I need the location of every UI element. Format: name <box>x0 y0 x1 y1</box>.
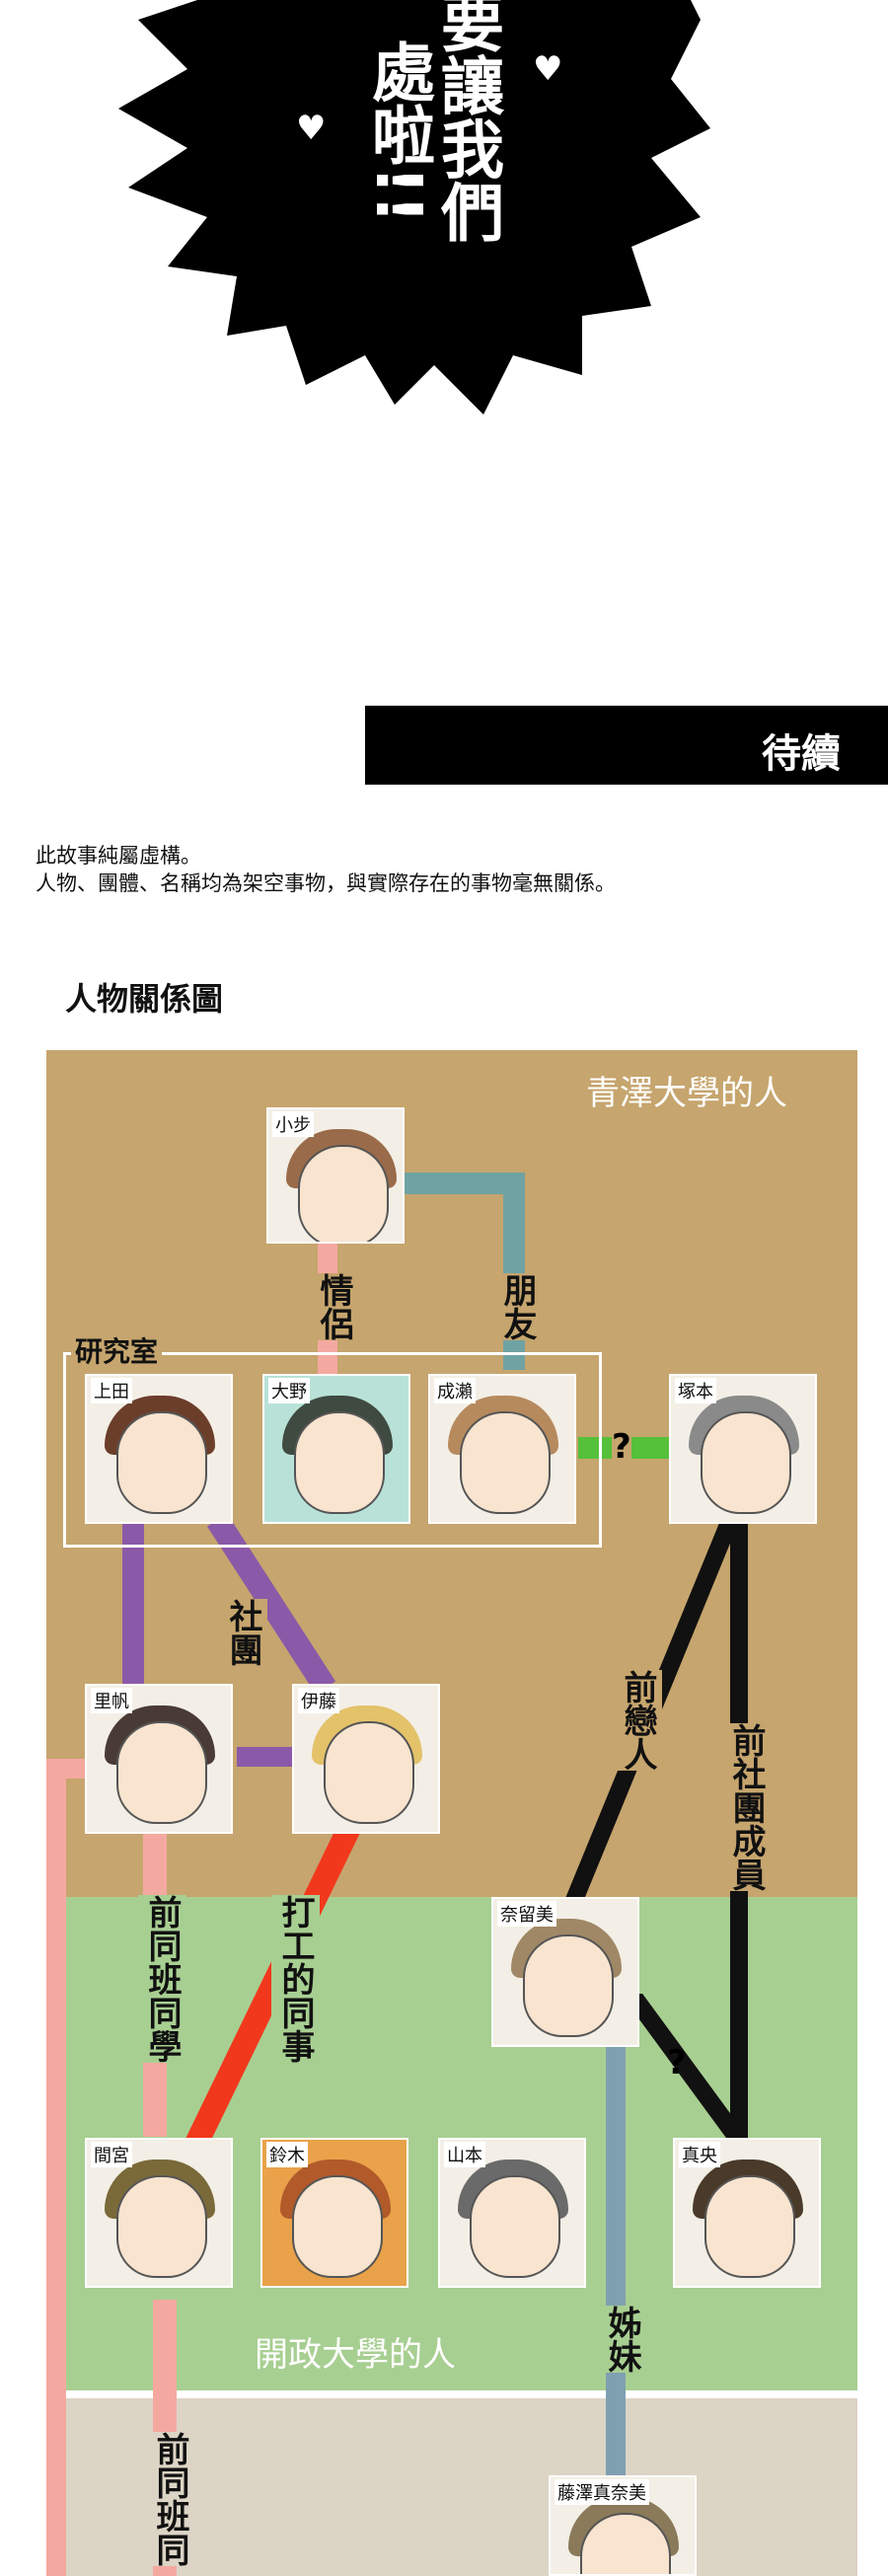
character-card-mamiya: 間宮 <box>85 2138 233 2288</box>
classmate-label-2: 前同班同 <box>146 2432 194 2566</box>
friends-line <box>400 1173 524 1194</box>
character-name: 塚本 <box>675 1378 716 1403</box>
club-diagonal <box>207 1520 336 1695</box>
heart-icon: ♥ <box>296 109 327 148</box>
friends-line <box>503 1173 525 1370</box>
banner-text: 待續 <box>762 731 841 777</box>
kaizheng-zone-label: 開政大學的人 <box>255 2335 456 2375</box>
question-label-2: ? <box>667 2043 687 2083</box>
character-name: 間宮 <box>91 2142 132 2167</box>
sisters-label: 姊妹 <box>598 2306 646 2373</box>
character-card-fujisawa: 藤澤真奈美 <box>549 2475 697 2576</box>
character-name: 藤澤真奈美 <box>555 2479 649 2505</box>
question-label: ? <box>612 1427 631 1467</box>
ex-lover-label: 前戀人 <box>614 1670 662 1771</box>
speech-text-2: 處啦!! <box>361 39 434 224</box>
character-card-riho: 里帆 <box>85 1684 233 1834</box>
friends-label: 朋友 <box>493 1273 542 1340</box>
heart-icon: ♥ <box>533 49 563 89</box>
character-card-ono: 大野 <box>262 1374 410 1524</box>
character-card-ito: 伊藤 <box>292 1684 440 1834</box>
speech-burst <box>118 0 710 415</box>
character-card-naruse: 成瀨 <box>428 1374 576 1524</box>
to-be-continued-banner: 待續 <box>365 706 888 785</box>
character-name: 伊藤 <box>298 1688 339 1713</box>
character-card-xiaobu: 小步 <box>266 1107 405 1244</box>
character-card-ueda: 上田 <box>85 1374 233 1524</box>
qingze-zone-label: 青澤大學的人 <box>586 1074 787 1113</box>
lab-group-box <box>63 1352 602 1548</box>
club-line <box>122 1524 144 1684</box>
speech-text-1: 要讓我們 <box>430 0 503 243</box>
character-card-tsukamoto: 塚本 <box>669 1374 817 1524</box>
sisters-line <box>606 2033 626 2477</box>
disclaimer-line-2: 人物、團體、名稱均為架空事物，與實際存在的事物毫無關係。 <box>36 871 616 895</box>
club-label: 社團 <box>219 1599 267 1666</box>
outer-classmate-line <box>46 1759 96 1779</box>
ex-club-label: 前社團成員 <box>722 1723 771 1891</box>
character-name: 里帆 <box>91 1688 132 1713</box>
unknown-link-line <box>631 1994 748 2148</box>
coworker-label: 打工的同事 <box>271 1895 320 2063</box>
character-name: 大野 <box>268 1378 310 1403</box>
character-card-suzuki: 鈴木 <box>260 2138 408 2288</box>
disclaimer-line-1: 此故事純屬虛構。 <box>36 844 201 868</box>
lab-label: 研究室 <box>71 1330 163 1370</box>
disclaimer: 此故事純屬虛構。 人物、團體、名稱均為架空事物，與實際存在的事物毫無關係。 <box>36 842 616 897</box>
character-name: 奈留美 <box>497 1901 556 1927</box>
outer-classmate-line <box>46 1759 66 2576</box>
character-card-yamamoto: 山本 <box>438 2138 586 2288</box>
character-card-mahiro: 真央 <box>673 2138 821 2288</box>
character-name: 成瀨 <box>434 1378 476 1403</box>
character-card-narumi: 奈留美 <box>491 1897 639 2047</box>
character-name: 山本 <box>444 2142 485 2167</box>
character-name: 真央 <box>679 2142 720 2167</box>
relationship-chart-title: 人物關係圖 <box>65 980 224 1018</box>
lovers-label: 情侶 <box>310 1273 358 1340</box>
character-name: 小步 <box>272 1111 314 1137</box>
classmate-label: 前同班同學 <box>138 1895 186 2063</box>
character-name: 鈴木 <box>266 2142 308 2167</box>
club-line <box>237 1747 292 1767</box>
character-name: 上田 <box>91 1378 132 1403</box>
